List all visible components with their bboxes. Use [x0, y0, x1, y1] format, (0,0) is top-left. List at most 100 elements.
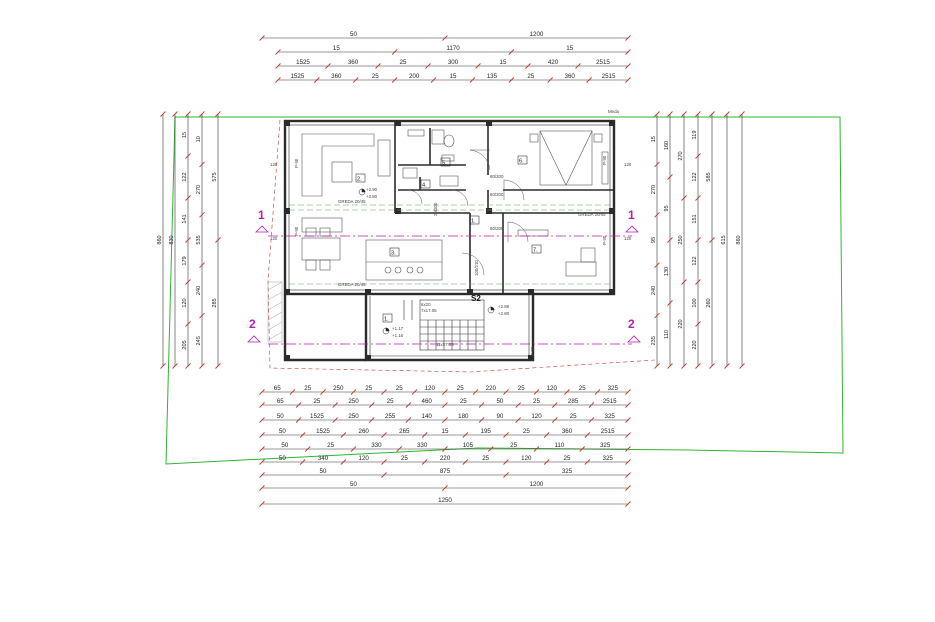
- bottom-dimension-tick: [368, 402, 375, 408]
- top-dimension-tick: [325, 63, 331, 69]
- window-mark-5: P-90: [530, 346, 535, 356]
- bottom-dimension-tick: [259, 417, 265, 423]
- left-dimension-label: 179: [182, 256, 188, 265]
- right-dimension-tick: [667, 300, 673, 306]
- right-dimension-tick: [695, 321, 701, 327]
- section-marker-1-right: 1: [628, 208, 635, 222]
- left-dimension-tick: [215, 363, 221, 369]
- bottom-dimension-tick: [478, 402, 485, 408]
- room-7-number: 7.: [533, 248, 538, 254]
- left-dimension-label: 575: [212, 172, 218, 181]
- right-dimension-tick: [709, 363, 715, 369]
- window-width-4: 120: [624, 236, 632, 241]
- bottom-dimension-tick: [442, 485, 448, 491]
- bottom-dimension-label: 120: [425, 385, 436, 392]
- left-dimension-label: 15: [182, 132, 188, 138]
- top-dimension-label: 2515: [602, 73, 616, 80]
- section-arrow-2-right: [627, 335, 641, 343]
- left-dimension-label: 141: [182, 214, 188, 223]
- bottom-dimension-label: 265: [399, 428, 410, 435]
- room-1b-number: 1.: [384, 317, 389, 323]
- right-dimension-tick: [695, 153, 701, 159]
- bottom-dimension-label: 50: [279, 428, 286, 435]
- bottom-dimension-tick: [299, 459, 306, 465]
- bottom-dimension-label: 325: [605, 413, 616, 420]
- top-dimension-tick: [275, 63, 281, 69]
- room-1-number: 1.: [471, 219, 476, 225]
- right-dimension-label: 270: [651, 185, 657, 194]
- right-dimension-label: 100: [692, 298, 698, 307]
- bottom-dimension-tick: [381, 389, 387, 395]
- window-width-1: 120: [270, 162, 278, 167]
- section-arrow-2-left: [247, 335, 261, 343]
- bottom-dimension-tick: [442, 446, 448, 452]
- right-dimension-tick: [695, 363, 701, 369]
- top-dimension-tick: [275, 77, 281, 83]
- bottom-dimension-tick: [543, 459, 550, 465]
- bottom-dimension-tick: [503, 432, 509, 438]
- top-dimension-tick: [352, 77, 359, 83]
- top-dimension-tick: [259, 35, 265, 41]
- plot-line: [267, 119, 656, 373]
- bottom-dimension-tick: [259, 446, 265, 452]
- bottom-dimension-tick: [625, 472, 631, 478]
- bottom-dimension-tick: [503, 389, 509, 395]
- bottom-dimension-tick: [405, 417, 412, 423]
- right-dimension-tick: [681, 111, 687, 117]
- left-dimension-label: 120: [182, 298, 188, 307]
- bottom-dimension-tick: [543, 432, 550, 438]
- level-markers: [358, 188, 495, 335]
- bottom-dimension-tick: [625, 446, 631, 452]
- bottom-dimension-tick: [579, 446, 586, 452]
- room-labels: 2. +2.90 +2.80 5. 4. 6. 1. 3. 7. 1. +1.1…: [355, 155, 542, 338]
- opening-label-2: 80/200: [490, 226, 504, 231]
- bottom-dimension-tick: [625, 402, 631, 408]
- bottom-dimension-label: 25: [365, 385, 372, 392]
- top-dimension-label: 2515: [596, 59, 610, 66]
- left-dimension-label: 285: [212, 298, 218, 307]
- bottom-dimension-tick: [584, 432, 591, 438]
- staircase: [403, 299, 485, 351]
- bottom-dimension-label: 325: [600, 442, 611, 449]
- bottom-dimension-label: 110: [554, 442, 564, 449]
- right-dimension-tick: [681, 279, 687, 285]
- bottom-dimension-label: 25: [460, 398, 467, 405]
- bottom-dimension-tick: [625, 501, 631, 507]
- bottom-dimension-label: 25: [401, 455, 408, 462]
- top-dimension-tick: [586, 77, 592, 83]
- bottom-dimension-label: 105: [463, 442, 474, 449]
- beam-lines: [289, 204, 610, 285]
- top-dimension-tick: [525, 63, 531, 69]
- right-dimension-label: 220: [692, 340, 698, 349]
- bottom-dimension-label: 25: [313, 398, 320, 405]
- bottom-dimension-label: 180: [458, 413, 469, 420]
- bottom-dimension-label: 50: [279, 455, 286, 462]
- bottom-dimension-tick: [396, 446, 403, 452]
- room-2-level-a: +2.90: [366, 187, 378, 192]
- bottom-dimension-label: 25: [304, 385, 311, 392]
- section-marker-1-left: 1: [258, 208, 265, 222]
- left-dimension-label: 860: [157, 235, 163, 244]
- top-dimension-label: 200: [409, 73, 420, 80]
- bottom-dimension-label: 15: [442, 428, 449, 435]
- bottom-dimension-tick: [533, 389, 540, 395]
- bottom-dimension-label: 250: [348, 413, 359, 420]
- left-dimension-label: 270: [196, 185, 202, 194]
- left-dimension-label: 122: [182, 172, 188, 181]
- bottom-dimension-label: 250: [333, 385, 344, 392]
- top-dimension-label: 50: [350, 31, 357, 38]
- bottom-dimension-tick: [340, 459, 347, 465]
- left-dimension-label: 535: [196, 235, 202, 244]
- bottom-dimension-label: 50: [281, 442, 288, 449]
- right-dimension-label: 119: [692, 131, 698, 140]
- section-arrow-1-left: [255, 225, 269, 233]
- right-dimension-tick: [739, 111, 745, 117]
- bottom-dimension-label: 1250: [438, 497, 452, 504]
- right-dimension-label: 250: [678, 235, 684, 244]
- bottom-dimension-label: 120: [531, 413, 542, 420]
- bottom-dimension-label: 25: [387, 398, 394, 405]
- bottom-dimension-tick: [421, 459, 428, 465]
- top-dimension-tick: [391, 77, 398, 83]
- bottom-dimension-tick: [259, 485, 265, 491]
- right-dimension-tick: [654, 211, 660, 218]
